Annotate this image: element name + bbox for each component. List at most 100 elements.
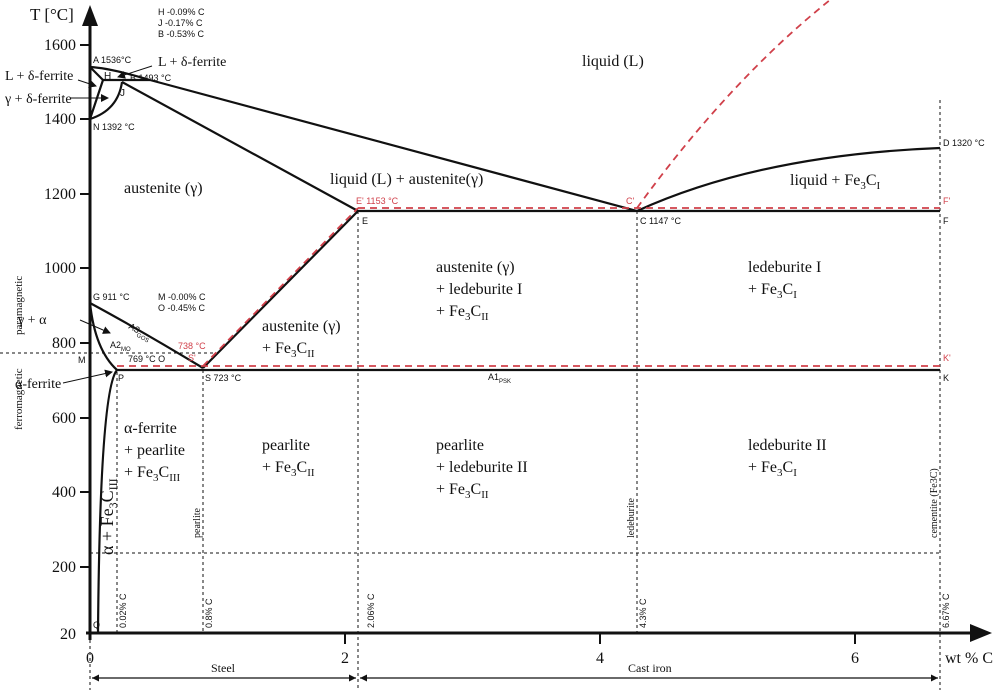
- x-tick-label: 6: [851, 650, 859, 667]
- region-alpha-ferrite: α-ferrite: [15, 377, 61, 392]
- region-led1-2: + Fe3CI: [748, 281, 797, 301]
- region-l-delta-top: L + δ-ferrite: [158, 55, 226, 70]
- region-led1-1: ledeburite I: [748, 259, 821, 276]
- y-tick-label: 800: [52, 335, 76, 352]
- legend-J: J -0.17% C: [158, 18, 203, 28]
- paramagnetic-label: paramagnetic: [13, 276, 25, 335]
- region-liquid-fe3c: liquid + Fe3CI: [790, 172, 881, 192]
- region-gamma-delta: γ + δ-ferrite: [4, 92, 72, 107]
- point-B: B 1493 °C: [130, 73, 172, 83]
- region-alpha-pearlite-1: α-ferrite: [124, 420, 177, 437]
- x-tick-label: 4: [596, 650, 604, 667]
- point-K: K: [943, 373, 949, 383]
- region-led2-2: + Fe3CI: [748, 459, 797, 479]
- point-S: S 723 °C: [205, 373, 242, 383]
- vertical-label-cementite: cementite (Fe3C): [929, 468, 940, 538]
- y-tick-label: 600: [52, 410, 76, 427]
- y-tick-label: 20: [60, 626, 76, 643]
- region-liquid: liquid (L): [582, 53, 644, 70]
- region-pearlite-fe3c-2: + Fe3CII: [262, 459, 315, 479]
- point-C: C 1147 °C: [640, 216, 681, 226]
- legend-B: B -0.53% C: [158, 29, 205, 39]
- legend-H: H -0.09% C: [158, 7, 205, 17]
- A3-GOS: [89, 302, 204, 369]
- region-pearlite-fe3c-1: pearlite: [262, 437, 310, 454]
- y-tick-label: 1600: [44, 37, 76, 54]
- region-austenite: austenite (γ): [124, 180, 203, 197]
- y-tick-label: 1200: [44, 186, 76, 203]
- line-NJ: [89, 81, 124, 121]
- vertical-label-ledeburite: ledeburite: [626, 497, 637, 538]
- region-pearlite-led-2: + ledeburite II: [436, 459, 528, 476]
- point-G: G 911 °C: [93, 292, 130, 302]
- ferromagnetic-label: ferromagnetic: [13, 368, 25, 430]
- region-pearlite-led-3: + Fe3CII: [436, 481, 489, 501]
- phase-boundaries: [88, 65, 941, 634]
- range-steel: Steel: [211, 661, 236, 675]
- Acm-SE: [202, 210, 359, 369]
- label-arrows: [62, 65, 153, 384]
- composition-label: 4.3% C: [638, 598, 648, 628]
- point-E-prime: E' 1153 °C: [356, 196, 399, 206]
- solidus-JE: [121, 81, 359, 212]
- solvus-PQ: [96, 369, 118, 634]
- point-A: A 1536°C: [93, 55, 132, 65]
- region-aust-led-3: + Fe3CII: [436, 303, 489, 323]
- point-O: 769 °C O: [128, 354, 165, 364]
- y-tick-label: 400: [52, 484, 76, 501]
- legend-M: M -0.00% C: [158, 292, 206, 302]
- point-J: J: [120, 88, 125, 99]
- point-N: N 1392 °C: [93, 122, 135, 132]
- y-axis-title: T [°C]: [30, 5, 74, 24]
- line-NH: [88, 79, 105, 120]
- composition-label: 0.02% C: [118, 593, 128, 628]
- point-S-prime-temp: 738 °C: [178, 341, 206, 351]
- y-tick-label: 1000: [44, 260, 76, 277]
- point-H: H: [104, 71, 111, 82]
- point-D: D 1320 °C: [943, 138, 985, 148]
- point-Q: Q: [93, 620, 100, 630]
- range-cast-iron: Cast iron: [628, 661, 672, 675]
- x-tick-label: 2: [341, 650, 349, 667]
- point-C-prime: C': [626, 196, 634, 206]
- line-GP: [88, 302, 118, 371]
- composition-label: 6.67% C: [941, 593, 951, 628]
- point-S-prime: S': [188, 353, 196, 363]
- region-aust-fe3c-1: austenite (γ): [262, 318, 341, 335]
- y-ticks: [80, 44, 856, 644]
- point-F: F: [943, 216, 949, 226]
- region-aust-led-1: austenite (γ): [436, 259, 515, 276]
- solidus-AH: [89, 66, 104, 81]
- region-alpha-pearlite-2: + pearlite: [124, 442, 185, 459]
- region-aust-fe3c-2: + Fe3CII: [262, 340, 315, 360]
- region-pearlite-led-1: pearlite: [436, 437, 484, 454]
- composition-label: 0.8% C: [204, 598, 214, 628]
- legend-O: O -0.45% C: [158, 303, 206, 313]
- point-M: M: [78, 355, 86, 365]
- region-alpha-pearlite-3: + Fe3CIII: [124, 464, 181, 484]
- line-label-A2: A2MO: [110, 340, 131, 353]
- line-label-A3: A3GOS: [126, 321, 154, 344]
- region-l-delta: L + δ-ferrite: [5, 69, 73, 84]
- y-tick-label: 1400: [44, 111, 76, 128]
- region-aust-led-2: + ledeburite I: [436, 281, 522, 298]
- liquidus-CD: [636, 146, 941, 213]
- point-F-prime: F': [943, 196, 950, 206]
- x-axis-arrow: [970, 624, 992, 642]
- line-label-A1: A1PSK: [488, 372, 511, 385]
- composition-label: 2.06% C: [366, 593, 376, 628]
- point-P: P: [118, 373, 124, 383]
- guide-lines: [0, 100, 941, 690]
- region-liquid-austenite: liquid (L) + austenite(γ): [330, 171, 483, 188]
- region-alpha-fe3c: α + Fe3CIII: [97, 478, 120, 555]
- y-tick-label: 200: [52, 559, 76, 576]
- point-K-prime: K': [943, 353, 951, 363]
- vertical-label-pearlite: pearlite: [192, 507, 203, 538]
- region-led2-1: ledeburite II: [748, 437, 827, 454]
- x-axis-title: wt % C: [945, 650, 993, 667]
- region-gamma-alpha: γ + α: [17, 313, 47, 328]
- stable-system-lines: [117, 0, 940, 367]
- point-E: E: [362, 216, 368, 226]
